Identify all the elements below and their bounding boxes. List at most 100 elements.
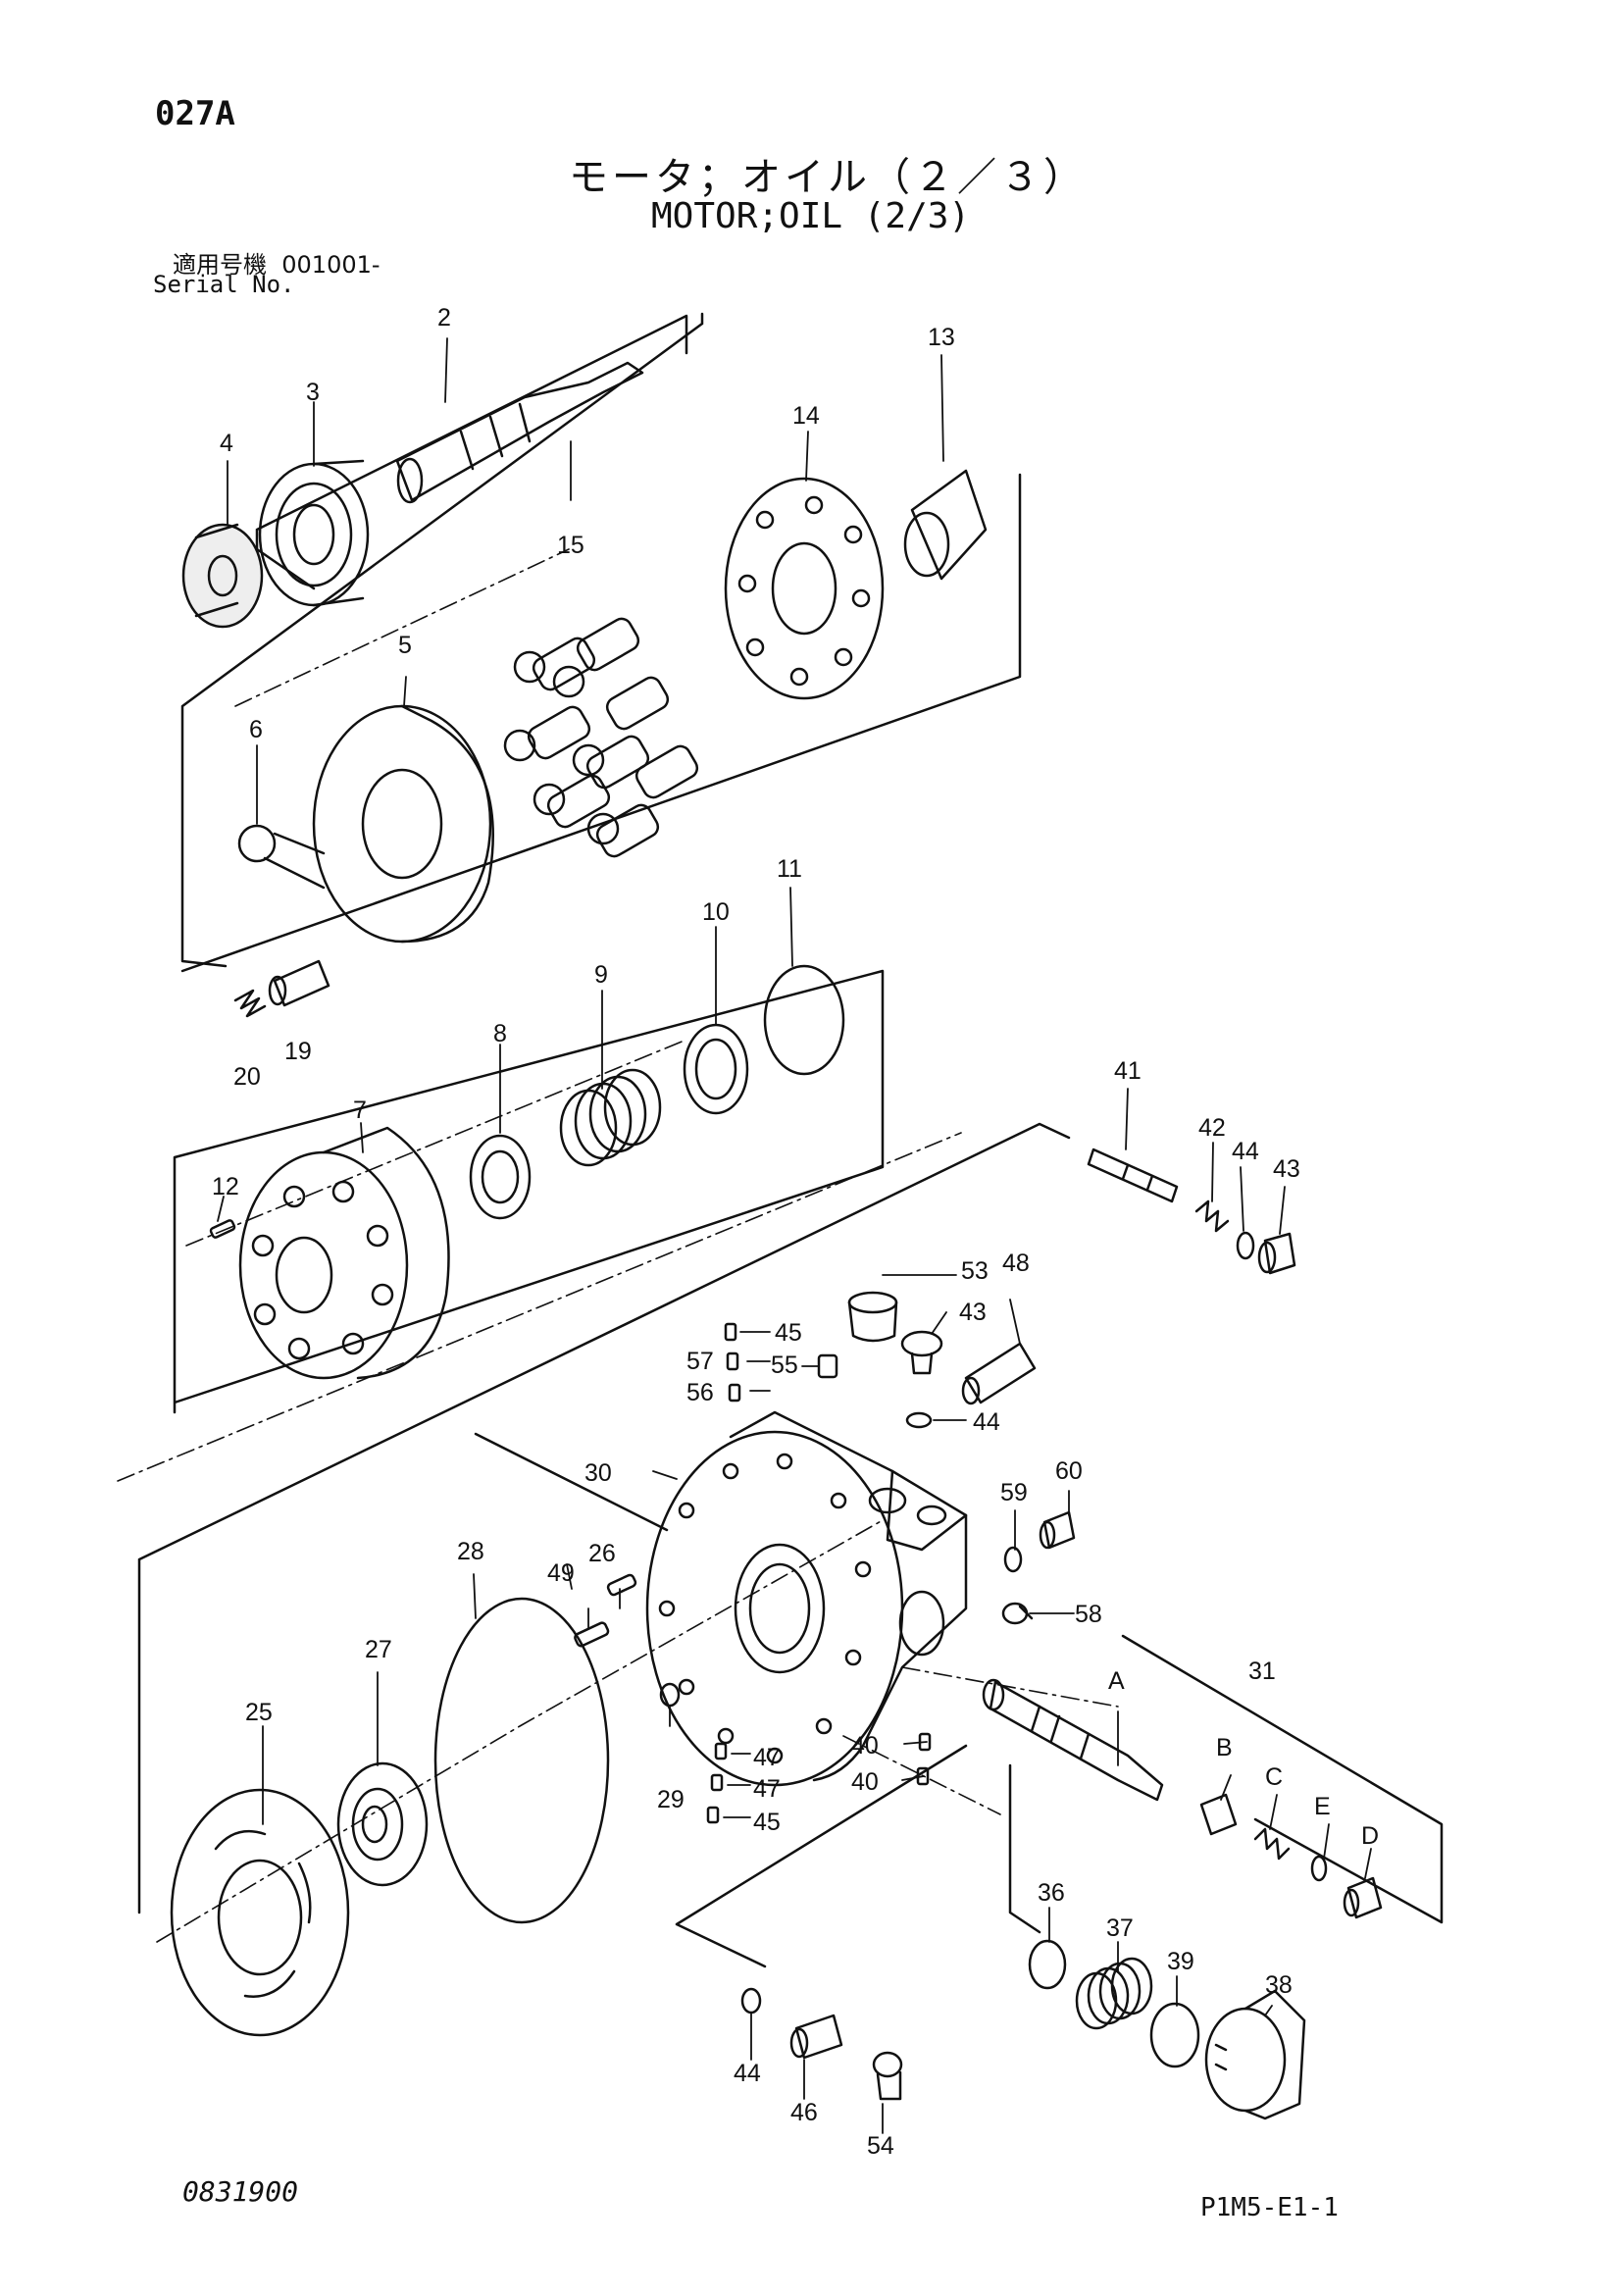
callout-55: 55 — [771, 1352, 798, 1379]
pin-26 — [606, 1573, 637, 1597]
drive-shaft-2 — [395, 361, 644, 504]
figure-code: P1M5-E1-1 — [1200, 2193, 1339, 2222]
callout-E: E — [1314, 1793, 1331, 1820]
callout-47a: 47 — [753, 1744, 781, 1771]
callout-15: 15 — [557, 532, 584, 559]
spring-9 — [559, 1068, 662, 1167]
callout-B: B — [1216, 1734, 1233, 1761]
callout-C: C — [1265, 1763, 1283, 1791]
callout-20: 20 — [233, 1063, 261, 1091]
plug-D — [1343, 1876, 1383, 1919]
plug-54 — [872, 2051, 903, 2101]
serial-value: 001001- — [281, 251, 381, 279]
plug-60 — [1039, 1510, 1076, 1550]
spring-37 — [1075, 1957, 1153, 2030]
valve-casing-30 — [645, 1410, 968, 1787]
retainer-holder-5 — [312, 704, 494, 944]
title-japanese: モータ；オイル（２／３） — [569, 155, 1087, 200]
spring-20 — [233, 989, 267, 1018]
callout-4: 4 — [220, 430, 233, 457]
pin-49 — [574, 1621, 610, 1648]
frame-shaft-group — [180, 312, 1022, 973]
callout-44-bottom: 44 — [734, 2060, 761, 2087]
plug-43-top — [1257, 1232, 1296, 1275]
callout-36: 36 — [1038, 1879, 1065, 1907]
oil-seal-4 — [181, 523, 264, 629]
callout-53: 53 — [961, 1257, 989, 1285]
valve-plate-25 — [170, 1788, 350, 2037]
callout-54: 54 — [867, 2132, 894, 2160]
spring-C — [1253, 1827, 1291, 1861]
callout-57: 57 — [686, 1348, 714, 1375]
plug-45-top — [724, 1322, 737, 1342]
callout-37: 37 — [1106, 1914, 1134, 1942]
callout-3: 3 — [306, 379, 320, 406]
piston-assembly-15 — [503, 617, 699, 858]
callout-11: 11 — [777, 855, 802, 883]
guide-19 — [268, 959, 330, 1007]
callout-43-mid: 43 — [959, 1299, 987, 1326]
pin-12 — [209, 1219, 236, 1239]
snap-ring-11 — [763, 964, 845, 1076]
spool-31 — [982, 1678, 1164, 1802]
plug-38 — [1204, 1989, 1306, 2120]
callout-58: 58 — [1075, 1601, 1102, 1628]
callout-2: 2 — [437, 304, 451, 332]
plug-47b — [710, 1773, 724, 1792]
callout-46: 46 — [790, 2099, 818, 2126]
callout-10: 10 — [702, 898, 730, 926]
plug-47a — [714, 1742, 728, 1760]
drawing-number: 0831900 — [182, 2175, 299, 2208]
o-ring-E — [1310, 1855, 1328, 1882]
o-ring-29 — [659, 1682, 681, 1708]
frame-cylinder-group — [173, 969, 885, 1414]
callout-13: 13 — [928, 324, 955, 351]
page-code: 027A — [155, 94, 235, 133]
centre-lines — [117, 548, 1119, 1943]
callout-60: 60 — [1055, 1457, 1083, 1485]
callout-39: 39 — [1167, 1948, 1194, 1975]
title-english: MOTOR;OIL (2/3) — [651, 196, 971, 236]
frame-spool-group — [1008, 1634, 1444, 1934]
callout-45-top: 45 — [775, 1319, 802, 1347]
callout-A: A — [1108, 1667, 1125, 1695]
retainer-plate-14 — [724, 477, 885, 700]
callout-40a: 40 — [851, 1732, 879, 1760]
leader-lines — [217, 337, 1372, 2134]
callout-49: 49 — [547, 1559, 575, 1587]
callout-12: 12 — [212, 1173, 239, 1200]
bearing-27 — [336, 1761, 429, 1887]
callout-59: 59 — [1000, 1479, 1028, 1506]
callout-44-top: 44 — [1232, 1138, 1259, 1165]
plug-45-bottom — [706, 1806, 720, 1824]
callout-25: 25 — [245, 1699, 273, 1726]
callout-9: 9 — [594, 961, 608, 989]
o-ring-59 — [1003, 1546, 1023, 1573]
serial-label-jp: 適用号機 001001- — [173, 245, 381, 280]
callout-56: 56 — [686, 1379, 714, 1406]
serial-label-en: Serial No. — [153, 271, 295, 298]
callout-31: 31 — [1248, 1658, 1276, 1685]
callout-45-bottom: 45 — [753, 1809, 781, 1836]
callout-44-mid: 44 — [973, 1408, 1000, 1436]
o-ring-44-mid — [905, 1411, 933, 1429]
frame-block-group — [137, 1122, 1071, 1914]
callout-5: 5 — [398, 632, 412, 659]
bearing-3 — [258, 459, 370, 607]
callout-26: 26 — [588, 1540, 616, 1567]
o-ring-44-bottom — [740, 1987, 762, 2015]
callout-40b: 40 — [851, 1768, 879, 1796]
callout-7: 7 — [353, 1097, 367, 1124]
plug-B — [1199, 1793, 1238, 1836]
spool-41 — [1087, 1148, 1179, 1203]
ball-6 — [237, 824, 277, 863]
relief-valve-48 — [961, 1342, 1037, 1405]
ring-36 — [1028, 1939, 1067, 1990]
fitting-46 — [789, 2014, 843, 2060]
plug-40b — [916, 1766, 930, 1786]
serial-label-jp-text: 適用号機 — [173, 251, 267, 279]
plug-43-mid — [900, 1330, 943, 1375]
callout-labels: 2 3 4 5 6 7 8 9 10 11 12 13 14 15 19 20 … — [212, 304, 1379, 2160]
plug-58 — [1001, 1602, 1034, 1625]
